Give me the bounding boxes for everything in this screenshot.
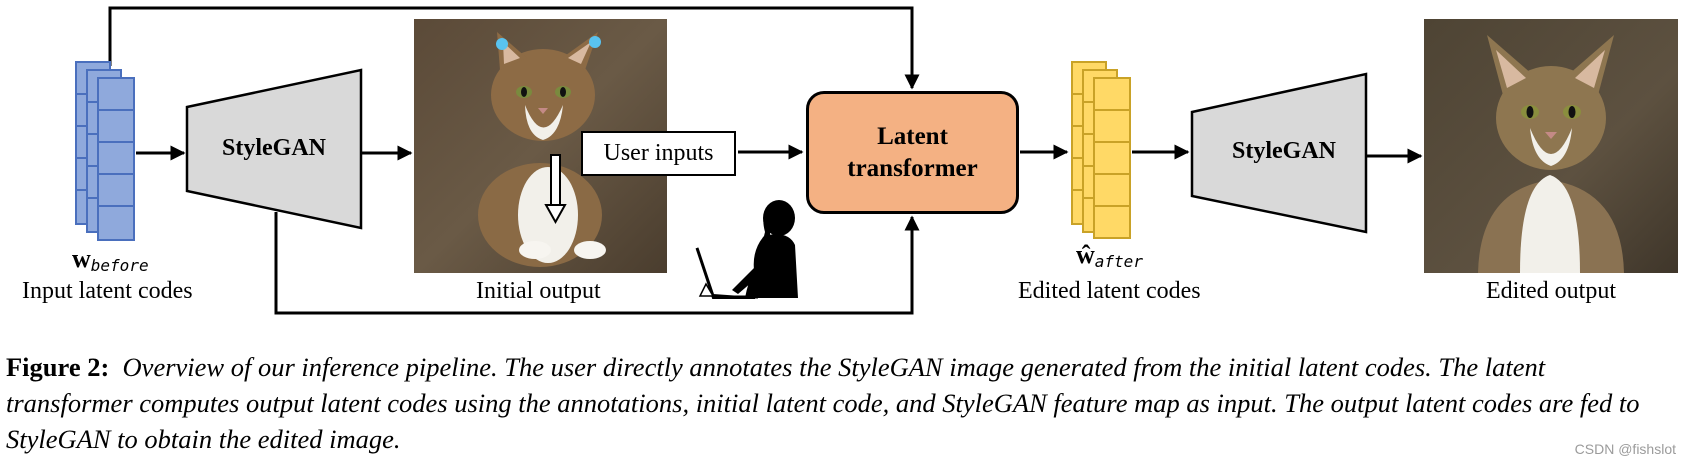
edited-output-label: Edited output [1486,278,1616,304]
user-inputs-box: User inputs [581,131,736,176]
drag-arrow-icon [544,154,567,225]
input-latent-stack [75,61,135,241]
stylegan-2-label: StyleGAN [1232,138,1336,164]
figure-label: Figure 2: [6,352,110,382]
caption-text: Overview of our inference pipeline. The … [6,352,1640,454]
edited-latent-symbol-main: ŵ [1076,240,1095,269]
input-latent-symbol-sub: before [90,256,149,275]
stylegan-1-label: StyleGAN [222,135,326,161]
input-latent-label: Input latent codes [22,278,193,304]
connector-bottom [274,212,920,315]
initial-output-image [414,19,667,273]
click-point-right-ear [589,36,601,48]
edited-latent-symbol-sub: after [1094,252,1143,271]
initial-output-label: Initial output [476,278,601,304]
input-latent-symbol: wbefore [72,244,149,275]
stylegan-generator-1 [185,68,363,230]
edited-latent-label: Edited latent codes [1018,278,1201,304]
input-latent-symbol-main: w [72,244,91,273]
connector-top [108,6,920,90]
stylegan-generator-2 [1190,72,1368,234]
edited-output-image [1424,19,1678,273]
edited-latent-symbol: ŵafter [1076,240,1143,271]
figure-caption: Figure 2: Overview of our inference pipe… [6,349,1678,457]
edited-latent-stack [1071,61,1131,239]
user-at-laptop-icon [695,200,798,299]
watermark: CSDN @fishslot [1574,441,1676,457]
user-inputs-label: User inputs [603,140,714,166]
transformer-line-1: Latent [877,122,948,150]
latent-transformer-box: Latent transformer [806,91,1019,214]
click-point-left-ear [496,38,508,50]
transformer-line-2: transformer [847,154,978,182]
